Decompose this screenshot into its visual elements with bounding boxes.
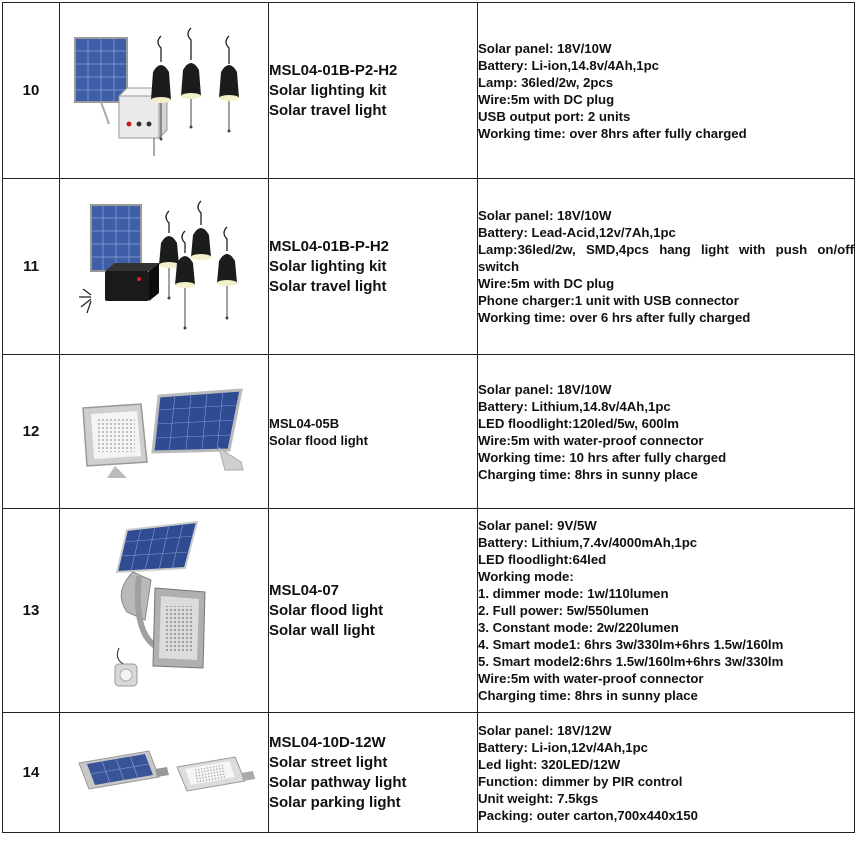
product-type: Solar wall light — [269, 621, 375, 639]
spec-line: Solar panel: 18V/10W — [478, 381, 612, 397]
spec-line: Lamp: 36led/2w, 2pcs — [478, 74, 614, 90]
product-specs-cell: Solar panel: 18V/10W Battery: Li-ion,14.… — [477, 2, 855, 179]
product-type: Solar pathway light — [269, 773, 407, 791]
table-row: 12 M — [2, 354, 855, 509]
row-number: 12 — [2, 354, 60, 509]
spec-line: Function: dimmer by PIR control — [478, 773, 683, 789]
spec-line: Phone charger:1 unit with USB connector — [478, 293, 739, 308]
product-image-cell — [59, 354, 269, 509]
product-type: Solar parking light — [269, 793, 401, 811]
spec-line: 3. Constant mode: 2w/220lumen — [478, 620, 679, 635]
spec-line: Wire:5m with water-proof connector — [478, 671, 704, 686]
spec-line: Solar panel: 9V/5W — [478, 518, 597, 533]
spec-line: Working mode: — [478, 569, 574, 584]
solar-wall-light-image — [114, 520, 206, 686]
product-name-cell: MSL04-01B-P-H2 Solar lighting kit Solar … — [268, 178, 478, 355]
spec-line: Battery: Lithium,14.8v/4Ah,1pc — [478, 398, 671, 414]
spec-line: Charging time: 8hrs in sunny place — [478, 688, 698, 703]
product-image-cell — [59, 178, 269, 355]
spec-line: Packing: outer carton,700x440x150 — [478, 807, 698, 823]
product-name-cell: MSL04-05B Solar flood light — [268, 354, 478, 509]
product-image-cell — [59, 2, 269, 179]
spec-line: Battery: Li-ion,12v/4Ah,1pc — [478, 739, 649, 755]
row-number: 10 — [2, 2, 60, 179]
product-specs-cell: Solar panel: 9V/5W Battery: Lithium,7.4v… — [477, 508, 855, 713]
product-type: Solar lighting kit — [269, 257, 387, 275]
spec-line: LED floodlight:120led/5w, 600lm — [478, 415, 680, 431]
product-type: Solar flood light — [269, 432, 368, 448]
spec-line: Wire:5m with DC plug — [478, 276, 615, 291]
spec-line: Charging time: 8hrs in sunny place — [478, 466, 698, 482]
product-image-cell — [59, 508, 269, 713]
product-specs-cell: Solar panel: 18V/12W Battery: Li-ion,12v… — [477, 712, 855, 833]
spec-line: Unit weight: 7.5kgs — [478, 790, 599, 806]
row-number: 14 — [2, 712, 60, 833]
spec-line: Working time: 10 hrs after fully charged — [478, 449, 727, 465]
product-name-cell: MSL04-10D-12W Solar street light Solar p… — [268, 712, 478, 833]
spec-line: 1. dimmer mode: 1w/110lumen — [478, 586, 669, 601]
product-type: Solar lighting kit — [269, 81, 387, 99]
product-model: MSL04-01B-P-H2 — [269, 237, 390, 255]
spec-line: Solar panel: 18V/10W — [478, 208, 612, 223]
solar-street-light-image — [78, 749, 255, 792]
product-model: MSL04-01B-P2-H2 — [269, 61, 398, 79]
product-specs-cell: Solar panel: 18V/10W Battery: Lithium,14… — [477, 354, 855, 509]
table-row: 14 MSL04-10D-12W Solar street — [2, 712, 855, 833]
solar-flood-light-image — [82, 387, 244, 478]
product-type: Solar flood light — [269, 601, 384, 619]
spec-line: 5. Smart model2:6hrs 1.5w/160lm+6hrs 3w/… — [478, 654, 784, 669]
product-specs-cell: Solar panel: 18V/10W Battery: Lead-Acid,… — [477, 178, 855, 355]
spec-line: 4. Smart mode1: 6hrs 3w/330lm+6hrs 1.5w/… — [478, 637, 784, 652]
spec-line: Wire:5m with DC plug — [478, 91, 615, 107]
table-row: 10 — [2, 2, 855, 179]
spec-line: Led light: 320LED/12W — [478, 756, 621, 772]
spec-line: Solar panel: 18V/10W — [478, 40, 612, 56]
product-name-cell: MSL04-01B-P2-H2 Solar lighting kit Solar… — [268, 2, 478, 179]
product-model: MSL04-05B — [269, 415, 340, 431]
spec-line: Battery: Lithium,7.4v/4000mAh,1pc — [478, 535, 698, 550]
spec-line: Working time: over 6 hrs after fully cha… — [478, 310, 751, 325]
spec-line: Solar panel: 18V/12W — [478, 722, 612, 738]
product-model: MSL04-07 — [269, 581, 340, 599]
product-type: Solar street light — [269, 753, 388, 771]
spec-line: Wire:5m with water-proof connector — [478, 432, 704, 448]
spec-line: Battery: Lead-Acid,12v/7Ah,1pc — [478, 225, 676, 240]
spec-line: 2. Full power: 5w/550lumen — [478, 603, 649, 618]
product-image-cell — [59, 712, 269, 833]
product-type: Solar travel light — [269, 277, 387, 295]
spec-line: LED floodlight:64led — [478, 552, 607, 567]
spec-line: USB output port: 2 units — [478, 108, 631, 124]
product-model: MSL04-10D-12W — [269, 733, 386, 751]
table-row: 11 — [2, 178, 855, 355]
spec-line: Lamp:36led/2w, SMD,4pcs hang light with … — [478, 242, 854, 274]
row-number: 13 — [2, 508, 60, 713]
spec-line: Battery: Li-ion,14.8v/4Ah,1pc — [478, 57, 660, 73]
spec-line: Working time: over 8hrs after fully char… — [478, 125, 747, 141]
solar-lighting-kit-image — [79, 200, 237, 329]
solar-lighting-kit-image — [74, 27, 239, 156]
table-row: 13 — [2, 508, 855, 713]
product-type: Solar travel light — [269, 101, 387, 119]
product-name-cell: MSL04-07 Solar flood light Solar wall li… — [268, 508, 478, 713]
row-number: 11 — [2, 178, 60, 355]
